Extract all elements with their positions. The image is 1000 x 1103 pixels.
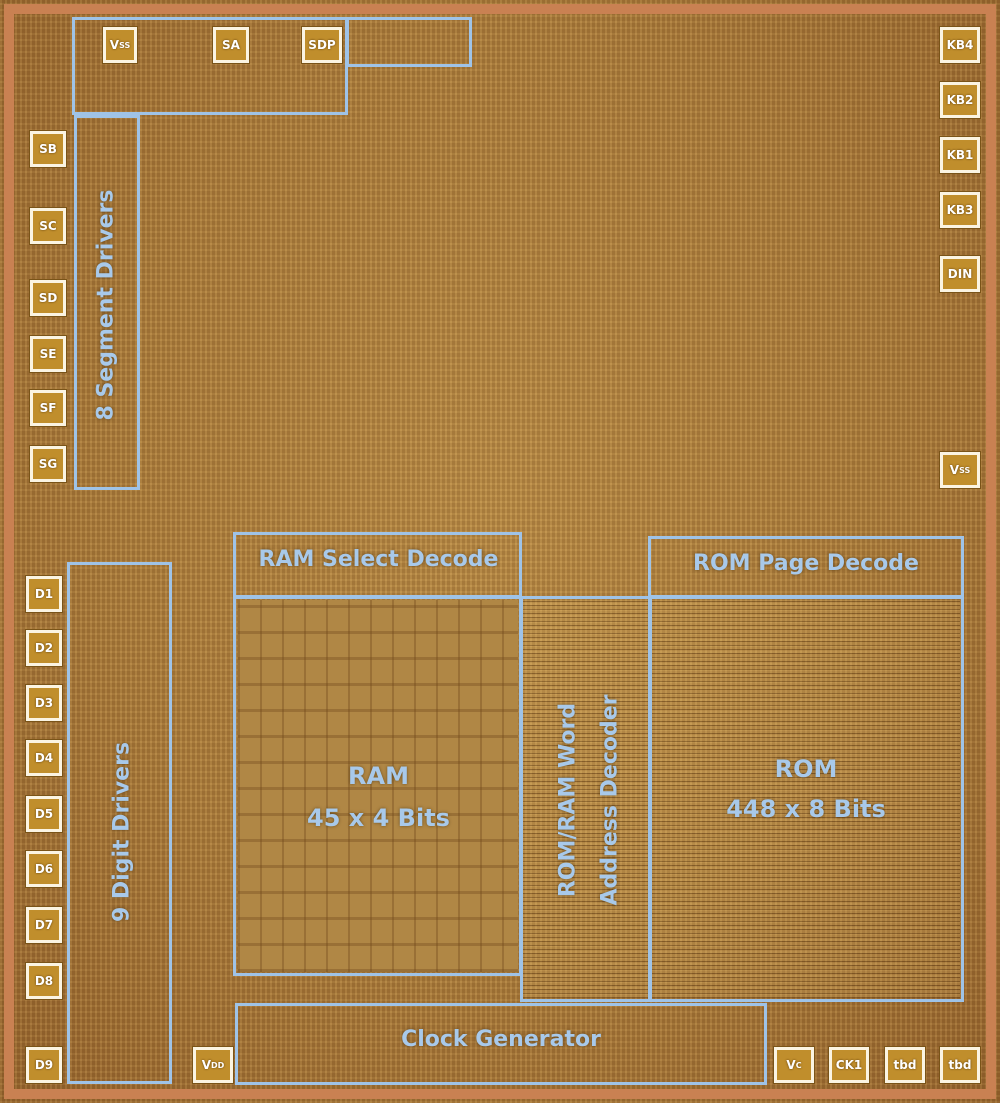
pad-kb1: KB1	[939, 136, 981, 174]
pad-d5: D5	[25, 795, 63, 833]
pad-se: SE	[29, 335, 67, 373]
pad-sg: SG	[29, 445, 67, 483]
pad-d8: D8	[25, 962, 63, 1000]
word-decoder-label-line1: ROM/RAM Word	[555, 702, 581, 898]
segment-drivers-label: 8 Segment Drivers	[93, 189, 119, 421]
pad-tbd-1: tbd	[884, 1046, 926, 1084]
pad-d4: D4	[25, 739, 63, 777]
pad-d9: D9	[25, 1046, 63, 1084]
clock-generator-label: Clock Generator	[401, 1027, 601, 1052]
ram-label-line1: RAM	[348, 762, 409, 790]
pad-sf: SF	[29, 389, 67, 427]
clock-generator-region	[235, 1003, 767, 1085]
ram-label-line2: 45 x 4 Bits	[307, 804, 450, 832]
pad-sdp: SDP	[301, 26, 343, 64]
pad-d3: D3	[25, 684, 63, 722]
pad-d1: D1	[25, 575, 63, 613]
pad-din: DIN	[939, 255, 981, 293]
ram-array-texture	[238, 600, 518, 972]
digit-drivers-region	[67, 562, 172, 1084]
pad-sd: SD	[29, 279, 67, 317]
segment-drivers-region	[74, 115, 140, 490]
pad-kb4: KB4	[939, 26, 981, 64]
ram-select-label: RAM Select Decode	[258, 547, 499, 572]
pad-sa: SA	[212, 26, 250, 64]
rom-region	[648, 596, 964, 1002]
digit-drivers-label: 9 Digit Drivers	[109, 741, 135, 923]
pad-kb2: KB2	[939, 81, 981, 119]
pad-sb: SB	[29, 130, 67, 168]
word-decoder-region	[520, 596, 652, 1002]
pad-d7: D7	[25, 906, 63, 944]
pad-tbd-2: tbd	[939, 1046, 981, 1084]
pad-sc: SC	[29, 207, 67, 245]
rom-page-label: ROM Page Decode	[693, 551, 919, 576]
pad-d2: D2	[25, 629, 63, 667]
pad-ck1: CK1	[828, 1046, 870, 1084]
rom-label-line1: ROM	[774, 755, 838, 783]
rom-label-line2: 448 x 8 Bits	[726, 795, 886, 823]
die-border	[4, 4, 996, 1099]
pad-d6: D6	[25, 850, 63, 888]
pad-kb3: KB3	[939, 191, 981, 229]
rom-array-texture	[652, 600, 960, 998]
top-small-region	[346, 17, 472, 67]
decoder-texture	[522, 600, 648, 998]
word-decoder-label-line2: Address Decoder	[597, 694, 623, 906]
